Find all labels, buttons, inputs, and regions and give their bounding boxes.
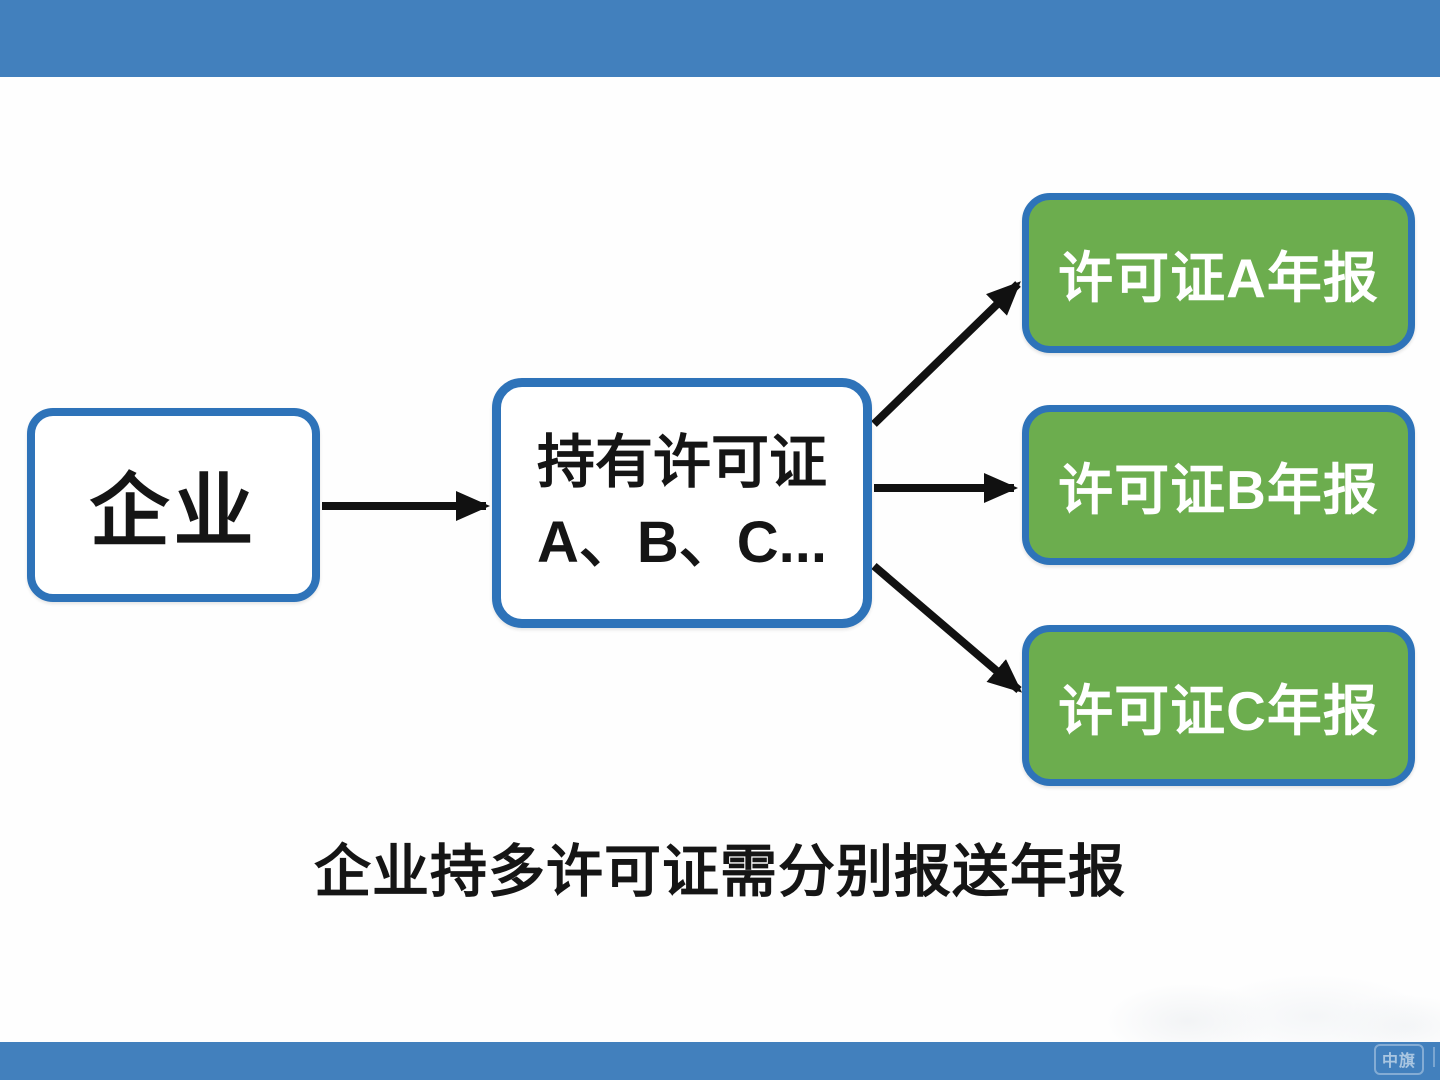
report-a-label: 许可证A年报	[1058, 247, 1379, 309]
enterprise-box: 企业	[27, 408, 320, 602]
watermark-divider	[1433, 1047, 1435, 1067]
arrow-middle-to-report-c	[871, 562, 1023, 694]
bottom-banner-bar	[0, 1042, 1440, 1080]
licenses-held-line2: A、B、C...	[536, 510, 827, 575]
licenses-held-line1: 持有许可证	[536, 429, 827, 495]
report-b-box: 许可证B年报	[1022, 405, 1415, 565]
report-c-label: 许可证C年报	[1058, 679, 1379, 742]
watermark-badge: 中旗	[1374, 1044, 1425, 1075]
enterprise-box-label: 企业	[89, 467, 258, 556]
report-a-box: 许可证A年报	[1022, 193, 1415, 353]
licenses-held-text: 持有许可证 A、B、C...	[537, 423, 827, 583]
diagram-caption: 企业持多许可证需分别报送年报	[314, 840, 1126, 904]
arrow-middle-to-report-a	[871, 281, 1021, 427]
licenses-held-box: 持有许可证 A、B、C...	[492, 378, 872, 628]
report-c-box: 许可证C年报	[1022, 625, 1415, 786]
report-b-label: 许可证B年报	[1058, 459, 1379, 521]
cloud-decoration	[1080, 950, 1440, 1045]
top-banner-bar	[0, 0, 1440, 77]
